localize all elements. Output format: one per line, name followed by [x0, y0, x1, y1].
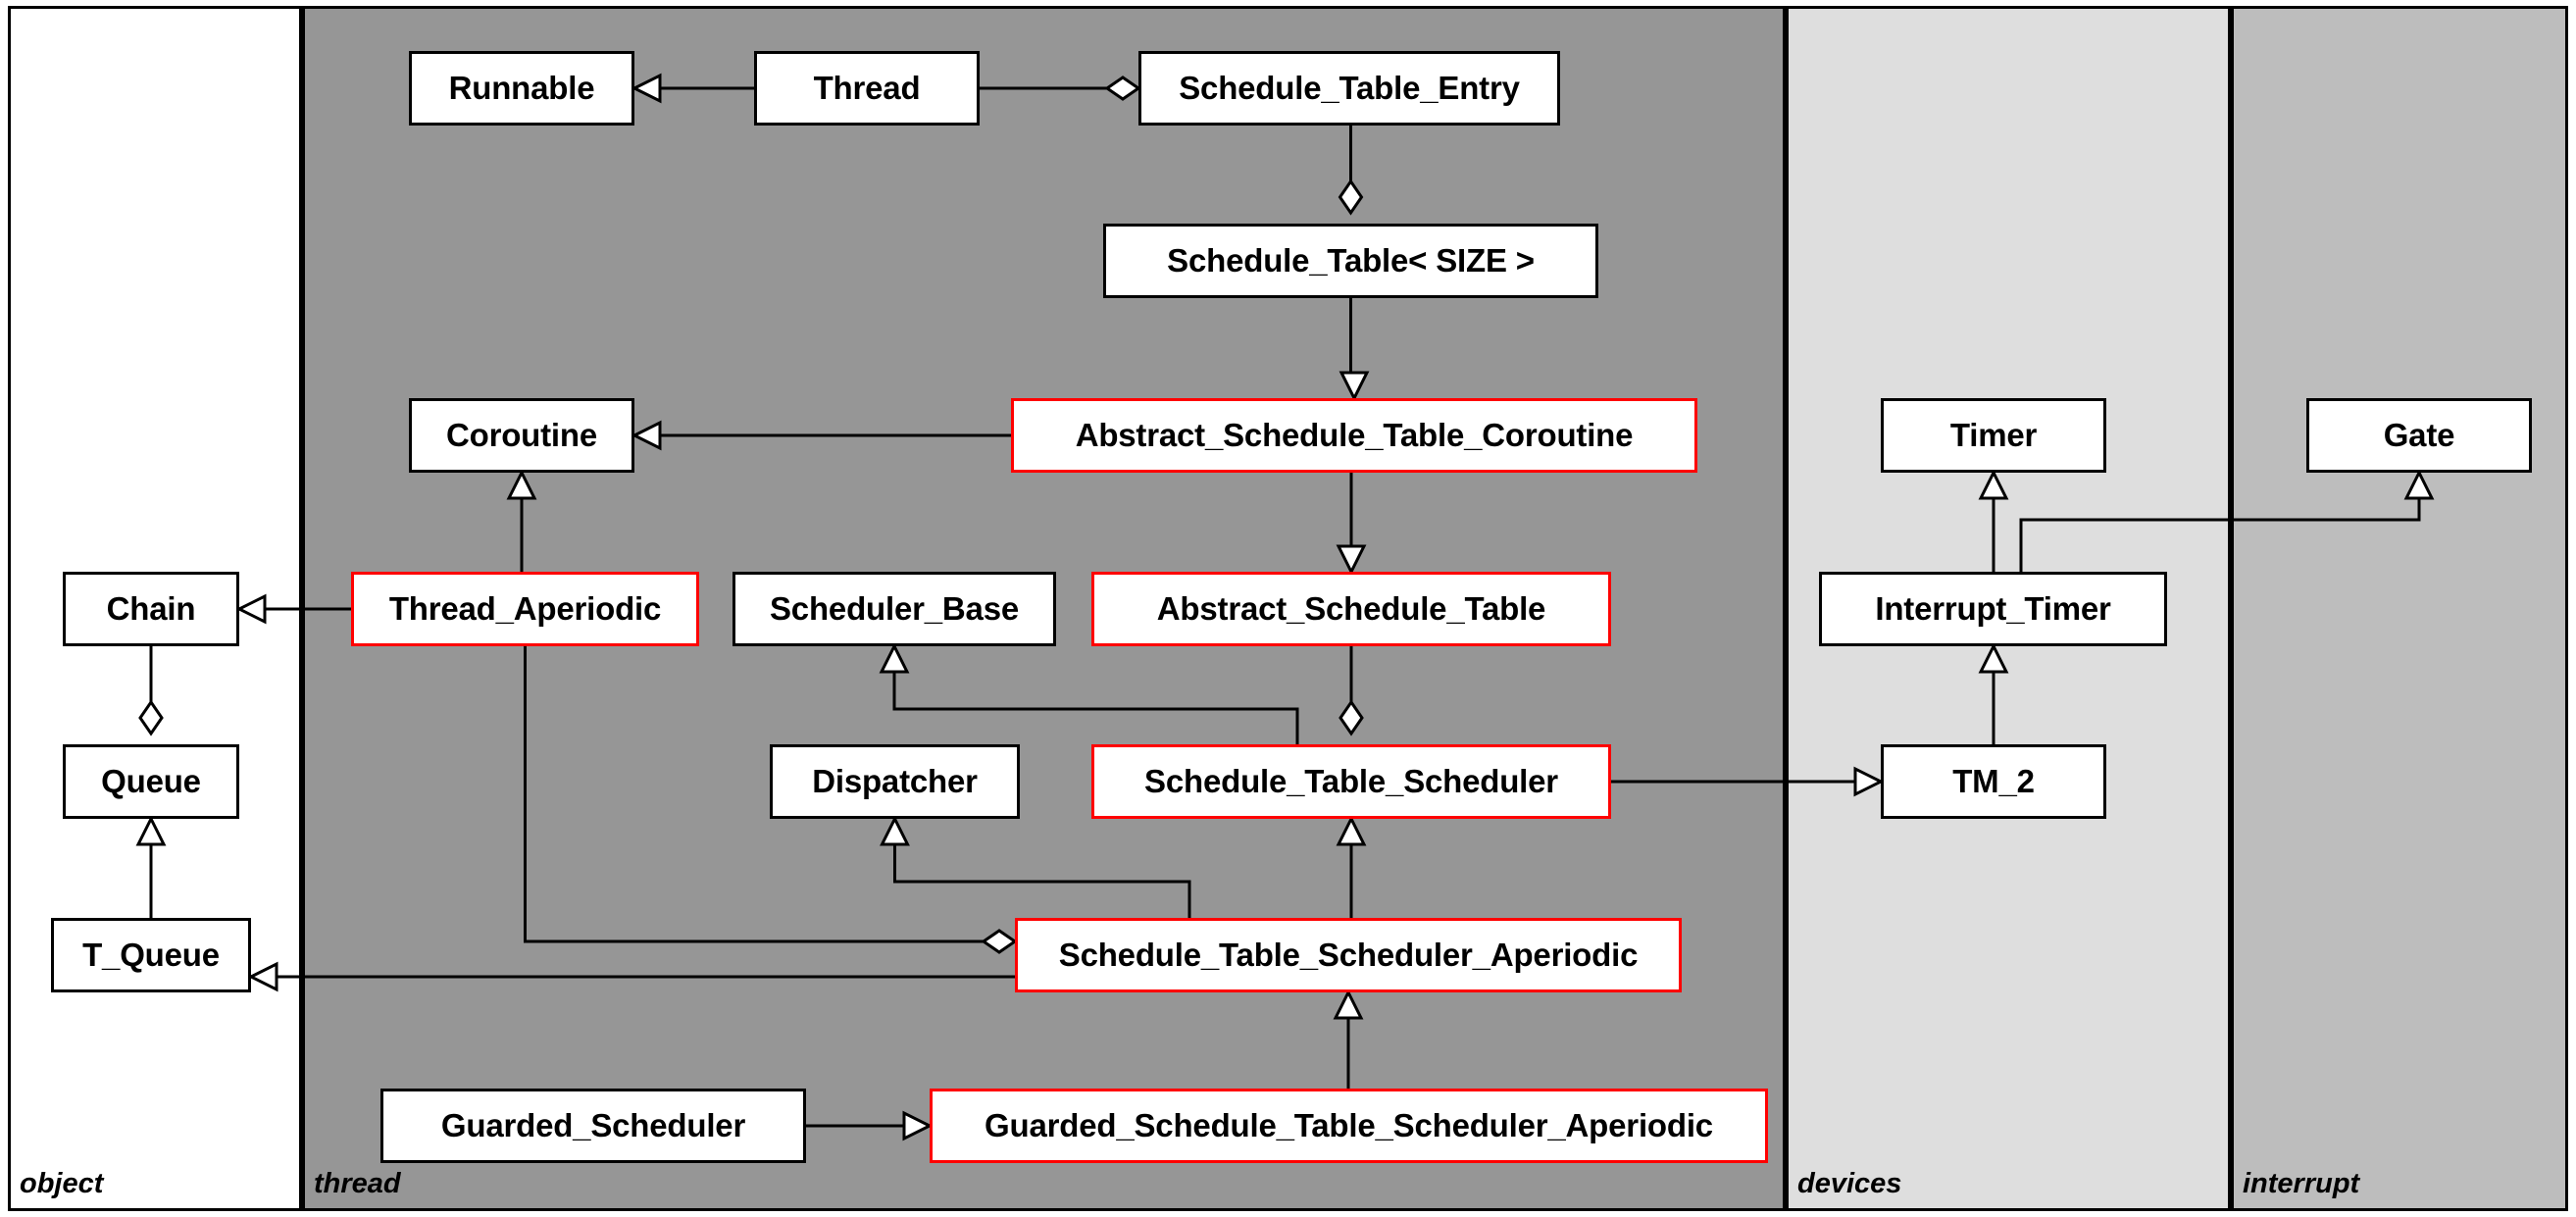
class-node-thread_aperiodic[interactable]: Thread_Aperiodic: [351, 572, 699, 646]
class-node-label: TM_2: [1952, 763, 2035, 799]
class-node-coroutine[interactable]: Coroutine: [409, 398, 634, 473]
class-node-schedule_table_scheduler[interactable]: Schedule_Table_Scheduler: [1091, 744, 1611, 819]
class-node-label: Scheduler_Base: [770, 590, 1019, 627]
class-node-tm_2[interactable]: TM_2: [1881, 744, 2106, 819]
class-node-label: Dispatcher: [812, 763, 978, 799]
class-node-abstract_schedule_table_coroutine[interactable]: Abstract_Schedule_Table_Coroutine: [1011, 398, 1697, 473]
class-node-label: T_Queue: [82, 937, 220, 973]
class-node-label: Runnable: [448, 70, 595, 106]
package-label-devices: devices: [1797, 1168, 1902, 1199]
class-node-schedule_table_entry[interactable]: Schedule_Table_Entry: [1138, 51, 1560, 126]
class-node-schedule_table_size[interactable]: Schedule_Table< SIZE >: [1103, 224, 1598, 298]
class-node-guarded_scheduler[interactable]: Guarded_Scheduler: [380, 1089, 806, 1163]
class-node-scheduler_base[interactable]: Scheduler_Base: [732, 572, 1056, 646]
class-node-label: Guarded_Scheduler: [440, 1107, 746, 1143]
class-node-label: Abstract_Schedule_Table_Coroutine: [1075, 417, 1634, 453]
class-node-label: Thread: [813, 70, 921, 106]
class-node-label: Schedule_Table< SIZE >: [1167, 242, 1535, 279]
class-node-label: Schedule_Table_Scheduler: [1144, 763, 1558, 799]
class-node-label: Abstract_Schedule_Table: [1156, 590, 1546, 627]
class-node-queue[interactable]: Queue: [63, 744, 239, 819]
class-node-timer[interactable]: Timer: [1881, 398, 2106, 473]
class-node-label: Queue: [101, 763, 201, 799]
class-node-interrupt_timer[interactable]: Interrupt_Timer: [1819, 572, 2167, 646]
package-interrupt: [2231, 6, 2568, 1211]
package-label-object: object: [20, 1168, 104, 1199]
class-node-schedule_table_scheduler_aperiodic[interactable]: Schedule_Table_Scheduler_Aperiodic: [1015, 918, 1682, 992]
package-label-interrupt: interrupt: [2243, 1168, 2360, 1199]
class-node-thread[interactable]: Thread: [754, 51, 980, 126]
class-node-label: Gate: [2383, 417, 2455, 453]
class-node-label: Schedule_Table_Scheduler_Aperiodic: [1058, 937, 1639, 973]
class-node-label: Coroutine: [445, 417, 597, 453]
class-node-label: Schedule_Table_Entry: [1179, 70, 1520, 106]
class-node-label: Chain: [106, 590, 196, 627]
class-node-gate[interactable]: Gate: [2306, 398, 2532, 473]
class-node-dispatcher[interactable]: Dispatcher: [770, 744, 1020, 819]
class-node-guarded_schedule_table_scheduler_aperiodic[interactable]: Guarded_Schedule_Table_Scheduler_Aperiod…: [930, 1089, 1768, 1163]
class-node-label: Interrupt_Timer: [1875, 590, 2111, 627]
class-node-label: Timer: [1949, 417, 2038, 453]
class-node-t_queue[interactable]: T_Queue: [51, 918, 251, 992]
class-node-abstract_schedule_table[interactable]: Abstract_Schedule_Table: [1091, 572, 1611, 646]
class-node-chain[interactable]: Chain: [63, 572, 239, 646]
class-node-label: Thread_Aperiodic: [388, 590, 662, 627]
class-node-runnable[interactable]: Runnable: [409, 51, 634, 126]
class-node-label: Guarded_Schedule_Table_Scheduler_Aperiod…: [985, 1107, 1713, 1143]
package-label-thread: thread: [314, 1168, 401, 1199]
